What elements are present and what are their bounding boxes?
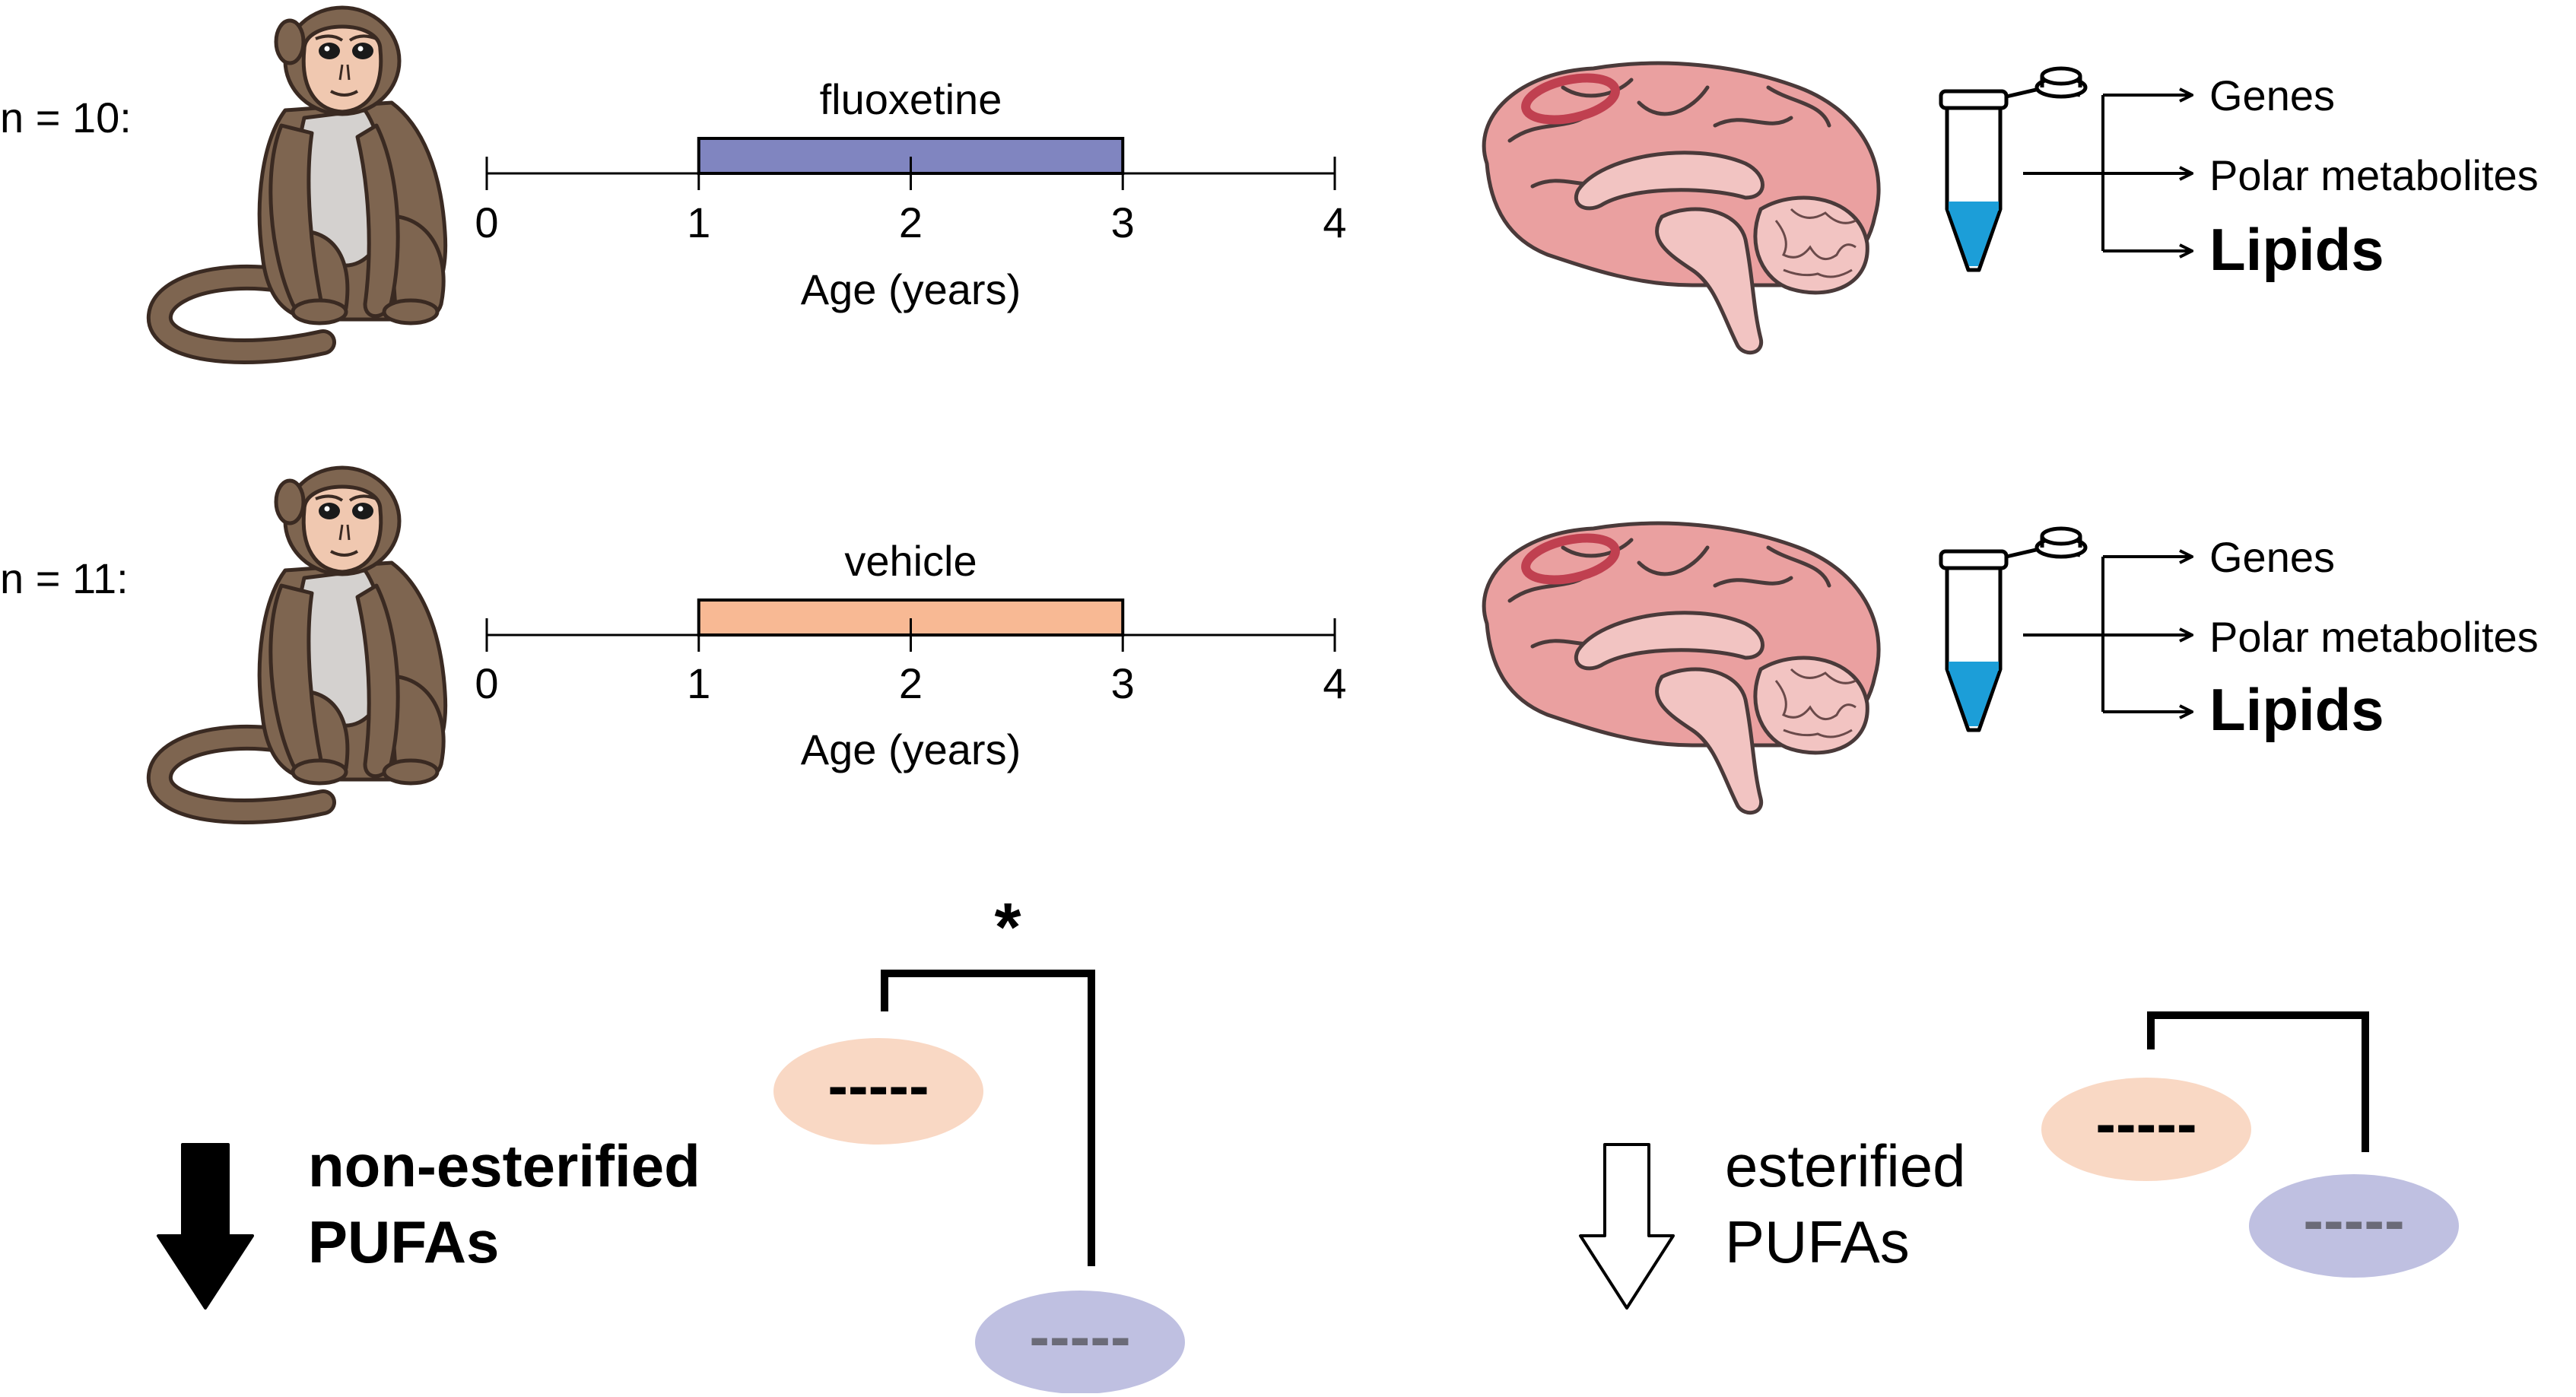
- tick-label: 3: [1111, 659, 1135, 707]
- filled-down-arrow-icon: [157, 1143, 254, 1310]
- treatment-label: vehicle: [844, 537, 977, 585]
- brain-icon: [1484, 523, 1879, 813]
- group-n-label: n = 10:: [0, 94, 132, 141]
- monkey-icon: [160, 8, 446, 351]
- tick-label: 0: [475, 198, 498, 246]
- fluoxetine-pill: [2249, 1174, 2459, 1278]
- sample-tube-icon: [1941, 68, 2085, 270]
- output-lipids: Lipids: [2209, 216, 2384, 283]
- axis-label: Age (years): [801, 265, 1021, 313]
- tick-label: 0: [475, 659, 498, 707]
- treatment-label: fluoxetine: [820, 75, 1002, 123]
- fluoxetine-pill-text: -----: [2303, 1186, 2404, 1254]
- result-label-line1: esterified: [1725, 1132, 1966, 1199]
- output-polar-metabolites: Polar metabolites: [2209, 613, 2539, 661]
- group-n-label: n = 11:: [0, 554, 129, 602]
- tick-label: 1: [687, 659, 710, 707]
- open-down-arrow-icon: [1579, 1143, 1675, 1310]
- tick-label: 2: [899, 198, 923, 246]
- output-genes: Genes: [2209, 533, 2335, 581]
- monkey-icon: [160, 468, 446, 811]
- result-label-line2: PUFAs: [308, 1208, 499, 1275]
- tick-label: 1: [687, 198, 710, 246]
- result-non-esterified: non-esterified PUFAs * ----- -----: [157, 890, 1185, 1394]
- sample-tube-icon: [1941, 529, 2085, 730]
- significance-asterisk: *: [994, 890, 1021, 966]
- comparison-bracket: [2147, 1011, 2369, 1152]
- result-esterified: esterified PUFAs ----- -----: [1579, 1011, 2459, 1310]
- result-label-line1: non-esterified: [308, 1132, 700, 1199]
- vehicle-pill-text: -----: [2095, 1090, 2196, 1157]
- tick-label: 4: [1323, 198, 1346, 246]
- result-label-line2: PUFAs: [1725, 1208, 1910, 1275]
- fluoxetine-pill: [975, 1291, 1185, 1394]
- tick-label: 2: [899, 659, 923, 707]
- vehicle-pill: [2041, 1078, 2251, 1181]
- vehicle-pill: [773, 1038, 983, 1145]
- output-genes: Genes: [2209, 71, 2335, 119]
- significance-bracket: [881, 970, 1095, 1266]
- tick-label: 3: [1111, 198, 1135, 246]
- output-lipids: Lipids: [2209, 676, 2384, 743]
- vehicle-pill-text: -----: [827, 1052, 929, 1119]
- axis-label: Age (years): [801, 725, 1021, 773]
- tick-label: 4: [1323, 659, 1346, 707]
- brain-icon: [1484, 63, 1879, 353]
- output-polar-metabolites: Polar metabolites: [2209, 151, 2539, 199]
- fluoxetine-pill-text: -----: [1029, 1303, 1130, 1370]
